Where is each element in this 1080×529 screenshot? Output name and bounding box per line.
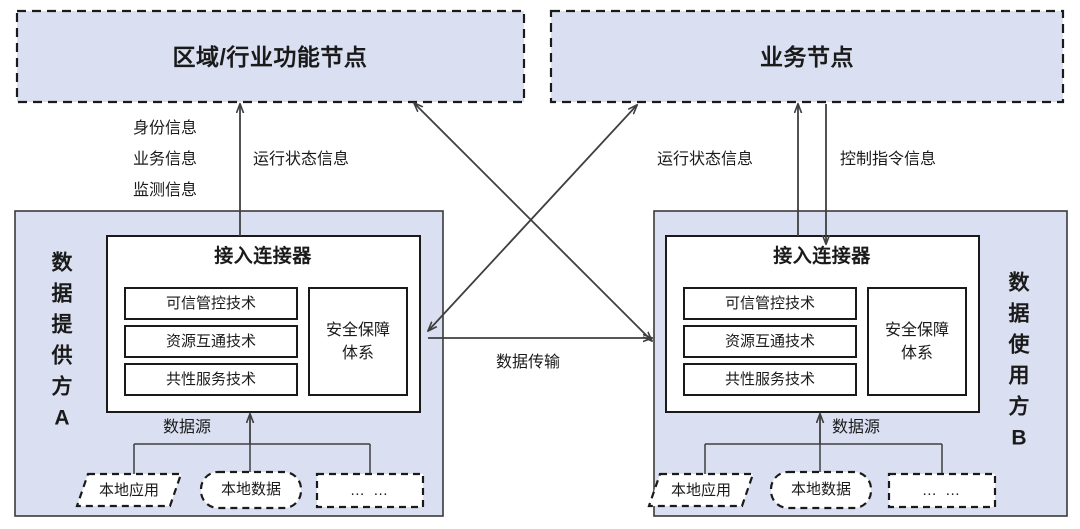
security-system-right-label-line2: 体系 — [901, 344, 933, 362]
tech-item-left-1[interactable]: 资源互通技术 — [124, 325, 298, 358]
local-app-right-label: 本地应用 — [671, 481, 731, 499]
security-system-left-label-line1: 安全保障 — [326, 321, 390, 339]
tech-item-right-0[interactable]: 可信管控技术 — [683, 287, 857, 320]
arrow-provider-to-business-node — [428, 105, 637, 331]
provider-char-0: 数 — [52, 252, 74, 275]
provider-char-2: 提 — [52, 313, 74, 337]
region-industry-node-label: 区域/行业功能节点 — [173, 44, 368, 70]
flow-label-runtime-status-right: 运行状态信息 — [657, 150, 753, 168]
provider-char-5: A — [54, 407, 69, 430]
flow-label-control-command: 控制指令信息 — [840, 150, 936, 168]
consumer-char-4: 方 — [1009, 395, 1030, 419]
access-connector-right[interactable]: 接入连接器 可信管控技术 资源互通技术 共性服务技术 安全保障 体系 — [665, 235, 980, 413]
security-system-left[interactable]: 安全保障 体系 — [308, 287, 408, 396]
local-more-left-label: … … — [350, 482, 390, 499]
consumer-char-2: 使 — [1008, 333, 1031, 357]
provider-char-3: 供 — [51, 344, 73, 368]
tech-item-right-1[interactable]: 资源互通技术 — [683, 325, 857, 358]
region-industry-node-box[interactable]: 区域/行业功能节点 — [15, 9, 526, 104]
business-node-box[interactable]: 业务节点 — [549, 9, 1065, 104]
local-data-left[interactable]: 本地数据 — [199, 470, 303, 510]
tech-item-left-2[interactable]: 共性服务技术 — [124, 363, 298, 396]
access-connector-left[interactable]: 接入连接器 可信管控技术 资源互通技术 共性服务技术 安全保障 体系 — [106, 235, 421, 413]
data-consumer-label: 数 据 使 用 方 B — [1008, 272, 1031, 450]
local-data-right[interactable]: 本地数据 — [769, 470, 873, 510]
flow-label-data-source-left: 数据源 — [163, 418, 211, 436]
tech-item-right-1-label: 资源互通技术 — [725, 333, 815, 350]
local-more-right-label: … … — [922, 482, 962, 499]
business-node-label: 业务节点 — [760, 44, 854, 70]
tech-item-right-2[interactable]: 共性服务技术 — [683, 363, 857, 396]
tech-item-right-2-label: 共性服务技术 — [725, 371, 815, 388]
security-system-right-label-line1: 安全保障 — [885, 321, 949, 339]
tech-item-left-2-label: 共性服务技术 — [166, 371, 256, 388]
tech-item-left-1-label: 资源互通技术 — [166, 333, 256, 350]
local-app-left[interactable]: 本地应用 — [75, 472, 183, 508]
local-app-left-label: 本地应用 — [99, 481, 159, 499]
tech-item-right-0-label: 可信管控技术 — [725, 295, 815, 312]
consumer-char-0: 数 — [1009, 272, 1031, 295]
consumer-char-5: B — [1011, 427, 1026, 450]
provider-char-1: 据 — [52, 283, 73, 306]
provider-char-4: 方 — [52, 375, 73, 399]
local-more-right[interactable]: … … — [887, 472, 997, 509]
consumer-char-1: 据 — [1009, 303, 1030, 326]
local-app-right[interactable]: 本地应用 — [647, 472, 755, 508]
tech-item-left-0[interactable]: 可信管控技术 — [124, 287, 298, 320]
security-system-left-label-line2: 体系 — [342, 344, 374, 362]
consumer-char-3: 用 — [1009, 365, 1030, 388]
tech-item-left-0-label: 可信管控技术 — [166, 295, 256, 312]
flow-label-business-info: 业务信息 — [133, 150, 197, 168]
arrow-consumer-to-region-node — [414, 103, 652, 341]
local-data-right-label: 本地数据 — [791, 481, 851, 498]
local-data-left-label: 本地数据 — [221, 481, 281, 498]
flow-label-data-source-right: 数据源 — [832, 418, 880, 436]
flow-label-identity-info: 身份信息 — [133, 119, 197, 137]
flow-label-runtime-status-left: 运行状态信息 — [253, 150, 349, 168]
security-system-right[interactable]: 安全保障 体系 — [867, 287, 967, 396]
data-provider-label: 数 据 提 供 方 A — [51, 252, 74, 430]
access-connector-left-title: 接入连接器 — [214, 244, 312, 267]
local-more-left[interactable]: … … — [315, 472, 425, 509]
access-connector-right-title: 接入连接器 — [773, 244, 871, 267]
flow-label-data-transfer: 数据传输 — [496, 353, 560, 371]
flow-label-monitor-info: 监测信息 — [133, 181, 197, 199]
